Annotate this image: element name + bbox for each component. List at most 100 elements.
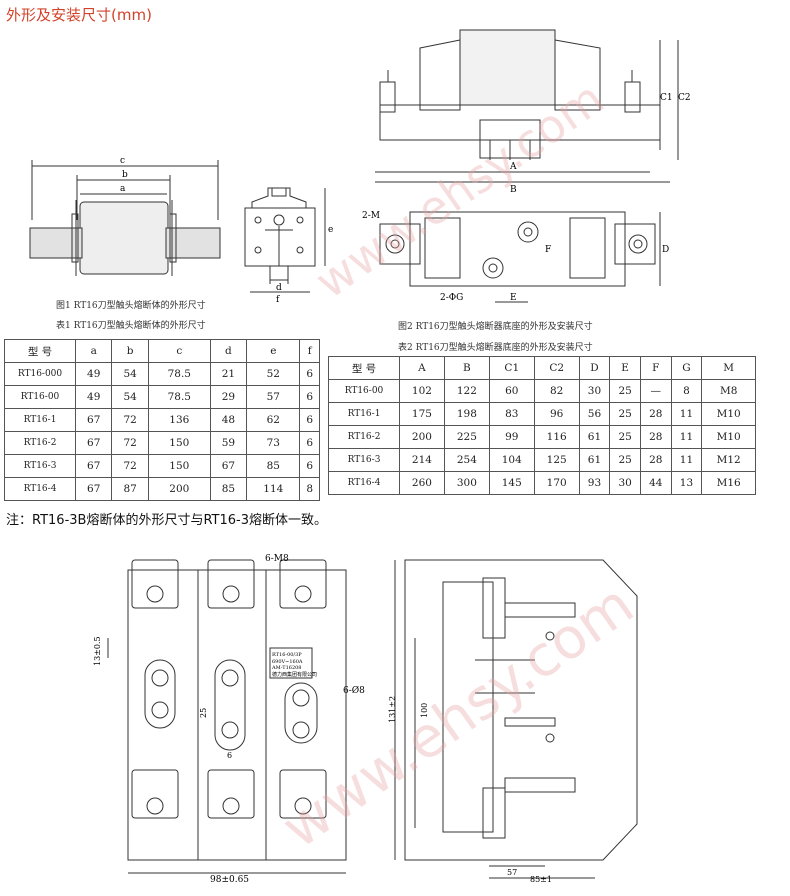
- table2-cell: —: [639, 379, 672, 403]
- dim-v6: 6: [227, 751, 232, 760]
- table1-cell: 54: [111, 385, 149, 409]
- dim-m8: 6-M8: [265, 554, 289, 564]
- table2-cell: 122: [443, 379, 490, 403]
- table2-cell: 8: [670, 379, 703, 403]
- table2-cell: 198: [443, 402, 490, 426]
- table2-header-cell: D: [578, 356, 611, 380]
- svg-text:690V~160A: 690V~160A: [272, 659, 303, 665]
- table2-cell: 30: [609, 471, 641, 495]
- dim-d: d: [276, 283, 282, 293]
- table2-cell: 170: [533, 471, 580, 495]
- table2-cell: 56: [578, 402, 611, 426]
- table1-cell: 72: [111, 431, 149, 455]
- table1-header-cell: d: [209, 339, 248, 363]
- table2-cell: 25: [609, 448, 641, 472]
- table2-header-cell: E: [609, 356, 641, 380]
- table2-header-cell: C2: [533, 356, 580, 380]
- table1-cell: 72: [111, 454, 149, 478]
- table1-cell: 85: [246, 454, 301, 478]
- page-title: 外形及安装尺寸(mm): [6, 6, 152, 24]
- svg-text:RT16-00/3P: RT16-00/3P: [272, 652, 302, 658]
- table1-cell: 67: [74, 454, 113, 478]
- table2-header-cell: A: [399, 356, 445, 380]
- table1-cell: 6: [299, 362, 320, 386]
- table2-cell: 28: [639, 402, 672, 426]
- table2-cell: 175: [399, 402, 445, 426]
- dim-h13: 13±0.5: [93, 636, 102, 666]
- fig2-base-drawing: C1 C2 A B 2-M F D E 2-ΦG: [362, 29, 690, 303]
- table1-cell: 62: [246, 408, 301, 432]
- table2-cell: 260: [399, 471, 445, 495]
- table1-cell: 150: [147, 454, 211, 478]
- table1-cell: 48: [209, 408, 248, 432]
- table1-cell: 6: [299, 454, 320, 478]
- table2-cell: M10: [701, 402, 756, 426]
- dim-f: f: [276, 295, 280, 305]
- table1-cell: RT16-00: [4, 385, 76, 409]
- fig1-caption: 图1 RT16刀型触头熔断体的外形尺寸: [56, 301, 206, 311]
- dim-h131: 131±2: [388, 696, 397, 723]
- fig3-base-front-drawing: 6-M8 6-Ø8 13±0.5 25 6 98±0.65 RT16-00/3P…: [93, 554, 365, 883]
- dim-C1: C1: [660, 93, 673, 103]
- table2-cell: 93: [578, 471, 611, 495]
- table2-header-cell: B: [443, 356, 490, 380]
- table1-cell: 8: [299, 477, 320, 501]
- table1-cell: 67: [74, 408, 113, 432]
- table1-header-cell: 型 号: [4, 339, 76, 363]
- table1-cell: 85: [209, 477, 248, 501]
- table2-cell: 11: [670, 425, 703, 449]
- table1-cell: 73: [246, 431, 301, 455]
- table2-cell: 214: [399, 448, 445, 472]
- dim-w98: 98±0.65: [210, 875, 249, 883]
- table2-cell: 25: [609, 402, 641, 426]
- fig4-base-side-drawing: 131±2 100 57 85±1: [388, 559, 638, 883]
- fig2-caption: 图2 RT16刀型触头熔断器底座的外形及安装尺寸: [398, 322, 593, 332]
- table2-cell: 28: [639, 448, 672, 472]
- table2-cell: M16: [701, 471, 756, 495]
- table1-header-cell: a: [74, 339, 113, 363]
- table2-cell: 225: [443, 425, 490, 449]
- dim-B: B: [510, 185, 517, 195]
- fig1-fuse-link-drawing: c b a e d f: [29, 156, 333, 305]
- product-label: RT16-00/3P 690V~160A AM-T16208 德力西集团有限公司: [271, 652, 317, 678]
- dim-E: E: [510, 293, 517, 303]
- table1-cell: 78.5: [147, 385, 211, 409]
- dim-e: e: [328, 225, 333, 235]
- table2-header-cell: C1: [488, 356, 535, 380]
- table2-header-cell: M: [701, 356, 756, 380]
- dim-v25: 25: [199, 708, 208, 718]
- table1-cell: 87: [111, 477, 149, 501]
- table1-cell: 114: [246, 477, 301, 501]
- table1-header-cell: f: [299, 339, 320, 363]
- table2-cell: 82: [533, 379, 580, 403]
- table1-cell: 6: [299, 385, 320, 409]
- table2-caption: 表2 RT16刀型触头熔断器底座的外形及安装尺寸: [398, 343, 593, 353]
- table1-cell: 78.5: [147, 362, 211, 386]
- table1-cell: 150: [147, 431, 211, 455]
- table1-cell: 57: [246, 385, 301, 409]
- table2-cell: 60: [488, 379, 535, 403]
- table2-cell: 200: [399, 425, 445, 449]
- table2-cell: 61: [578, 425, 611, 449]
- table2-cell: RT16-2: [328, 425, 400, 449]
- table1-cell: RT16-3: [4, 454, 76, 478]
- table2-cell: 25: [609, 425, 641, 449]
- dim-a: a: [120, 184, 126, 194]
- dim-d8: 6-Ø8: [343, 685, 365, 696]
- table2-cell: 102: [399, 379, 445, 403]
- svg-text:AM-T16208: AM-T16208: [271, 665, 301, 671]
- table1-cell: 136: [147, 408, 211, 432]
- table2-cell: 99: [488, 425, 535, 449]
- table2-cell: M10: [701, 425, 756, 449]
- dim-w57: 57: [507, 868, 517, 877]
- table1-cell: 67: [74, 477, 113, 501]
